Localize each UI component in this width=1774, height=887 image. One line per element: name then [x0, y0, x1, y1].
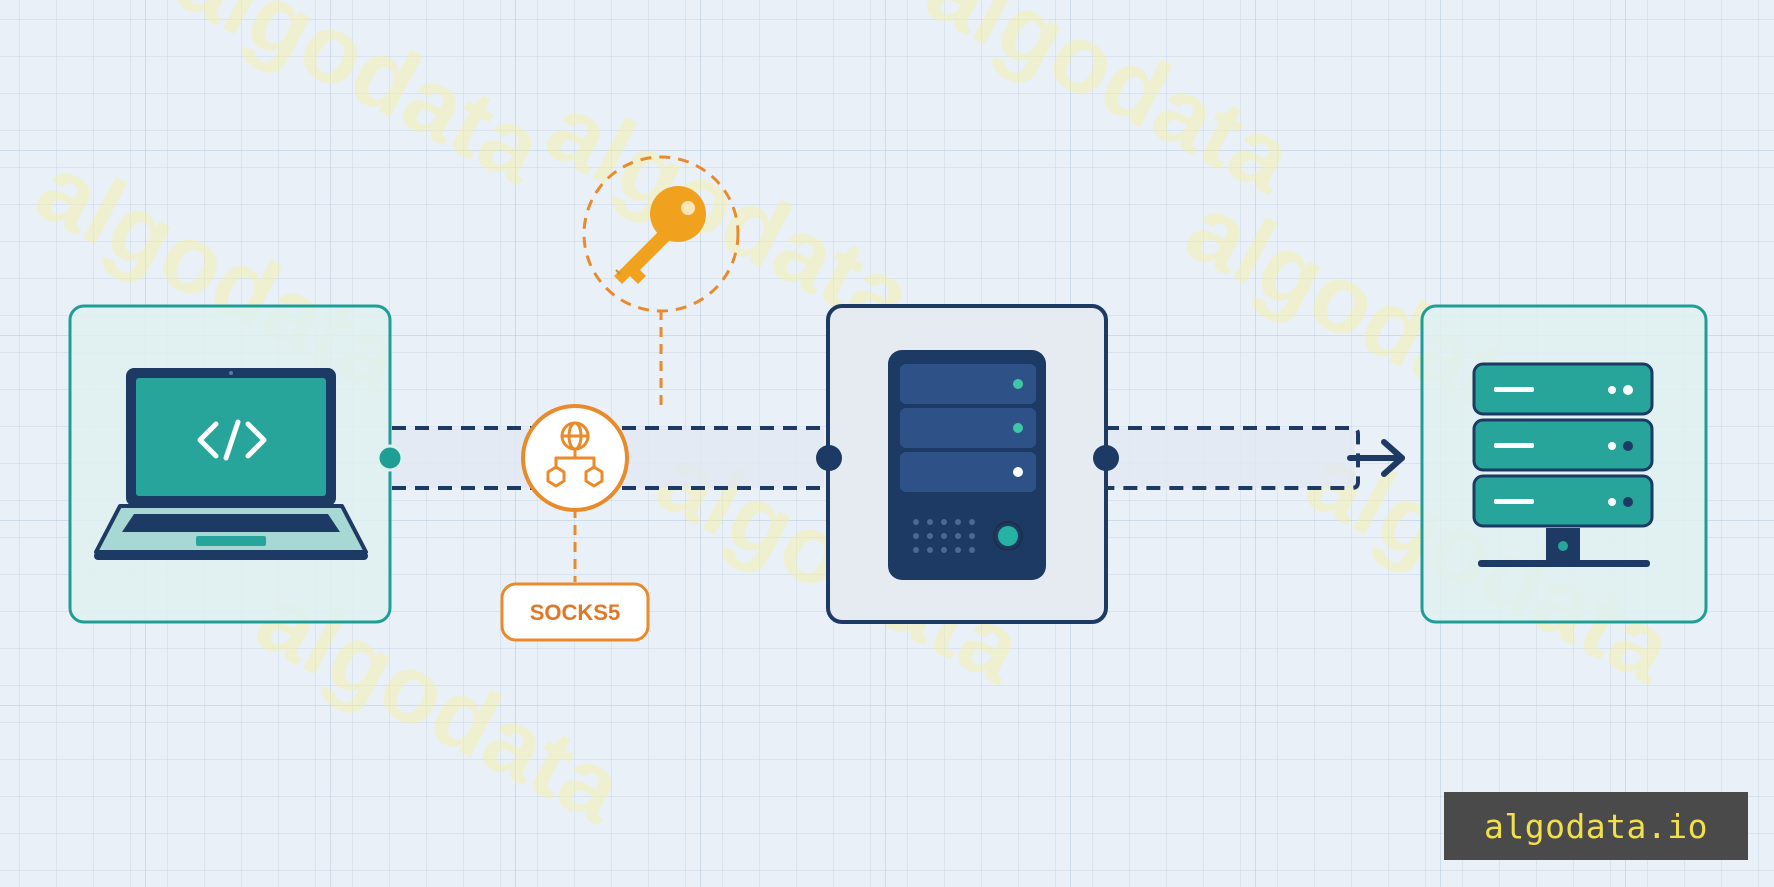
socks5-node	[521, 404, 629, 512]
watermark-badge: algodata.io	[1444, 792, 1748, 860]
server-tower-icon	[888, 350, 1046, 580]
watermark-text: algodata	[910, 0, 1309, 214]
watermark-badge-text: algodata.io	[1483, 806, 1709, 846]
destination-node	[1420, 304, 1708, 624]
socks5-label: SOCKS5	[500, 582, 650, 642]
auth-node	[582, 155, 740, 313]
proxy-server-node	[816, 304, 1119, 624]
watermark-text: algodata	[160, 0, 559, 204]
client-node	[68, 304, 404, 624]
client-port	[376, 444, 404, 472]
tunnel-server-to-destination	[1105, 426, 1405, 490]
proxy-server-port-out	[1093, 445, 1119, 471]
socks5-label-text: SOCKS5	[530, 600, 620, 625]
server-rack-icon	[1472, 362, 1654, 567]
laptop-code-icon	[94, 368, 368, 560]
socks5-network-icon	[546, 421, 604, 488]
key-icon	[614, 186, 706, 284]
arrow-right-icon	[1347, 439, 1405, 477]
proxy-server-port-in	[816, 445, 842, 471]
